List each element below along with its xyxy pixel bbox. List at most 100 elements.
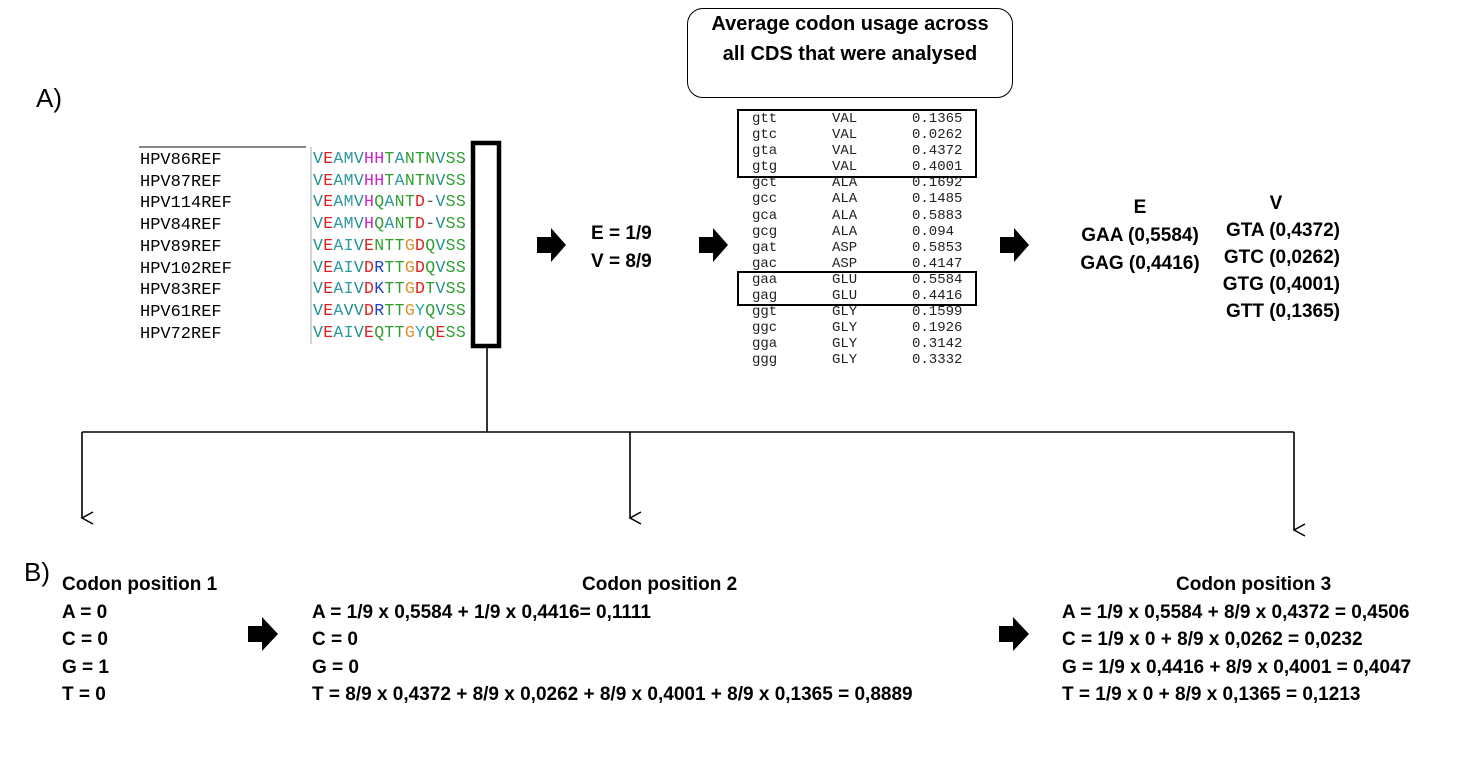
codon-position-3: Codon position 3 A = 1/9 x 0,5584 + 8/9 … [1062, 571, 1411, 709]
codon-position-3-title: Codon position 3 [1176, 574, 1332, 595]
alignment-row: VEAIVENTTGDQVSS [313, 235, 466, 257]
residue: T [404, 214, 416, 234]
amino-acid: ALA [832, 175, 858, 192]
sequence-name: HPV114REF [140, 194, 232, 214]
residue: V [313, 170, 324, 190]
residue: T [384, 300, 395, 320]
codon: ggg [752, 352, 778, 369]
residue: H [364, 170, 375, 190]
calc-line: T = 1/9 x 0 + 8/9 x 0,1365 = 0,1213 [1062, 684, 1361, 705]
residue: A [394, 149, 405, 168]
residue: V [353, 257, 365, 277]
calc-line: T = 8/9 x 0,4372 + 8/9 x 0,0262 + 8/9 x … [312, 684, 913, 705]
val-codons-box [737, 109, 977, 178]
amino-acid: GLY [832, 320, 858, 337]
codon-frequency: 0.094 [912, 223, 955, 240]
residue: D [415, 192, 426, 212]
residue: T [384, 170, 395, 190]
residue: T [394, 257, 405, 277]
calc-line: C = 0 [62, 629, 108, 650]
codon-frequency: 0.4147 [912, 255, 963, 272]
v-codon-item: GTC (0,0262) [1223, 247, 1340, 268]
calc-line: G = 1 [62, 656, 109, 678]
residue: A [333, 279, 344, 299]
amino-acid: GLU [832, 271, 858, 288]
residue: V [435, 279, 446, 299]
residue: S [455, 322, 467, 342]
residue: G [404, 257, 416, 277]
residue: V [435, 257, 446, 277]
residue: V [313, 192, 324, 212]
residue: A [333, 192, 344, 212]
residue: D [364, 279, 375, 299]
calc-line: T = 0 [62, 684, 106, 705]
frequency-e: E = 1/9 [591, 223, 652, 244]
residue: E [323, 257, 334, 277]
residue: V [313, 300, 324, 320]
residue: V [435, 214, 446, 234]
v-codons-header: V [1269, 193, 1283, 214]
residue: Q [425, 322, 436, 342]
codon: gat [752, 239, 778, 256]
block-arrow-1-icon [537, 228, 566, 262]
residue: E [323, 235, 334, 255]
codon-frequency: 0.1599 [912, 304, 963, 321]
residue: T [384, 257, 395, 277]
e-codons: E GAA (0,5584)GAG (0,4416) [1075, 194, 1205, 278]
residue: V [435, 300, 446, 320]
codon: gtt [752, 111, 778, 127]
residue: T [415, 149, 426, 168]
residue: I [343, 279, 354, 299]
codon: gtc [752, 127, 778, 144]
residue: Q [374, 322, 385, 342]
residue: S [445, 192, 456, 212]
calc-line: A = 1/9 x 0,5584 + 8/9 x 0,4372 = 0,4506 [1062, 601, 1410, 623]
residue: T [394, 235, 405, 255]
residue: E [323, 214, 334, 234]
alignment-row: VEAIVDKTTGDTVSS [313, 278, 466, 300]
codon: gac [752, 255, 778, 272]
residue: A [333, 300, 344, 320]
alignment-row: VEAIVDRTTGDQVSS [313, 257, 466, 279]
codon-position-2: Codon position 2 A = 1/9 x 0,5584 + 1/9 … [312, 571, 913, 709]
residue: V [313, 322, 324, 342]
residue: S [455, 300, 467, 320]
residue: S [445, 257, 456, 277]
residue: S [455, 235, 467, 255]
residue: D [415, 279, 426, 299]
residue: D [364, 257, 375, 277]
alignment-row: VEAMVHHTANTNVSS [313, 170, 466, 192]
codon-frequency: 0.1485 [912, 191, 963, 208]
residue: A [333, 235, 344, 255]
residue: V [353, 149, 365, 168]
residue: Q [374, 214, 385, 234]
residue: E [323, 192, 334, 212]
block-arrow-5-icon [999, 617, 1029, 651]
residue: H [364, 149, 375, 168]
residue: A [333, 170, 344, 190]
residue: G [404, 322, 416, 342]
residue: I [343, 235, 354, 255]
residue: S [445, 149, 456, 168]
amino-acid: VAL [832, 143, 858, 160]
residue: E [364, 235, 375, 255]
e-codons-header: E [1133, 197, 1147, 218]
codon-position-2-title: Codon position 2 [582, 574, 738, 595]
codon: gca [752, 207, 778, 224]
residue: Q [425, 235, 436, 255]
residue: V [353, 170, 365, 190]
residue-frequencies: E = 1/9 V = 8/9 [591, 220, 652, 276]
residue: S [445, 214, 456, 234]
residue: T [415, 170, 426, 190]
residue: R [374, 300, 385, 320]
residue: A [384, 214, 395, 234]
residue: E [323, 322, 334, 342]
amino-acid: GLY [832, 352, 858, 369]
residue: D [415, 257, 426, 277]
